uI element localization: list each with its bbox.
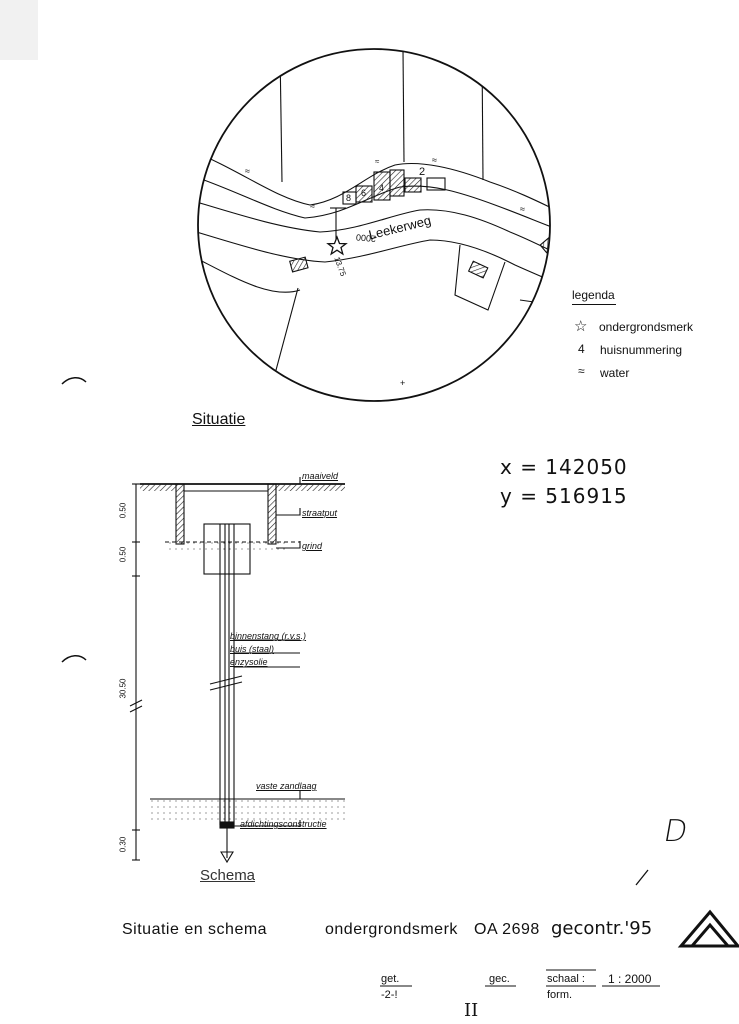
footer-rules: [380, 969, 660, 987]
legend-title: legenda: [572, 288, 615, 302]
pen-tick: [635, 869, 649, 886]
punch-mark: [61, 655, 87, 663]
scan-artifact: [0, 0, 38, 60]
label-enzysolie: enzysolie: [230, 657, 268, 667]
label-afdichting: afdichtingsconstructie: [240, 819, 327, 829]
label-maaiveld: maaiveld: [302, 471, 339, 481]
coordinate-x: x = 142050: [500, 455, 628, 479]
label-zandlaag: vaste zandlaag: [256, 781, 317, 791]
logo-triangle-icon: [677, 909, 739, 948]
house-number-8: 8: [346, 193, 352, 203]
schema-drawing: [129, 477, 345, 864]
title-code: OA 2698: [474, 921, 540, 938]
marker-code: 2000: [355, 232, 377, 244]
situatie-label: Situatie: [192, 411, 246, 428]
title-subject: ondergrondsmerk: [325, 921, 458, 938]
footer-get-label: get.: [381, 973, 400, 985]
label-straatput: straatput: [302, 508, 338, 518]
depth-label-3: 30.50: [118, 678, 128, 699]
footer-mark: II: [464, 1000, 479, 1021]
label-binnenstang: binnenstang (r.v.s.): [230, 631, 307, 641]
svg-text:≈: ≈: [245, 166, 250, 176]
footer-form-label: form.: [547, 989, 573, 1001]
star-icon: ☆: [574, 318, 588, 335]
depth-label-4: 0.30: [118, 836, 128, 853]
svg-text:≈: ≈: [310, 201, 315, 211]
label-buis: buis (staal): [230, 644, 275, 654]
title-note: gecontr.'95: [551, 918, 653, 939]
legend-item-ondergrondsmerk: ondergrondsmerk: [599, 320, 694, 334]
footer-get-value: -2-!: [381, 989, 398, 1001]
svg-text:+: +: [400, 378, 405, 388]
legend-item-huisnummering: huisnummering: [600, 343, 683, 357]
footer-schaal-label: schaal :: [547, 973, 585, 985]
house-number-6: 6: [361, 188, 367, 198]
legend-item-water: water: [600, 366, 630, 380]
coordinate-y: y = 516915: [500, 484, 628, 508]
legend-title-underline: [572, 304, 616, 305]
label-grind: grind: [302, 541, 323, 551]
water-icon: ≈: [578, 364, 585, 378]
svg-text:≈: ≈: [520, 204, 525, 214]
svg-text:≈: ≈: [375, 157, 380, 166]
marker-star-icon: [326, 235, 348, 256]
depth-label-1: 0.50: [118, 502, 128, 519]
footer-gec-label: gec.: [489, 973, 510, 985]
depth-label-2: 0.50: [118, 546, 128, 563]
punch-mark: [61, 377, 87, 385]
svg-text:≈: ≈: [432, 155, 437, 165]
house-number-icon: 4: [578, 342, 585, 356]
house-number-2: 2: [419, 166, 426, 178]
schema-label: Schema: [200, 867, 256, 884]
title-main: Situatie en schema: [122, 921, 268, 938]
house-number-4: 4: [379, 183, 385, 193]
footer-schaal-value: 1 : 2000: [608, 972, 652, 986]
